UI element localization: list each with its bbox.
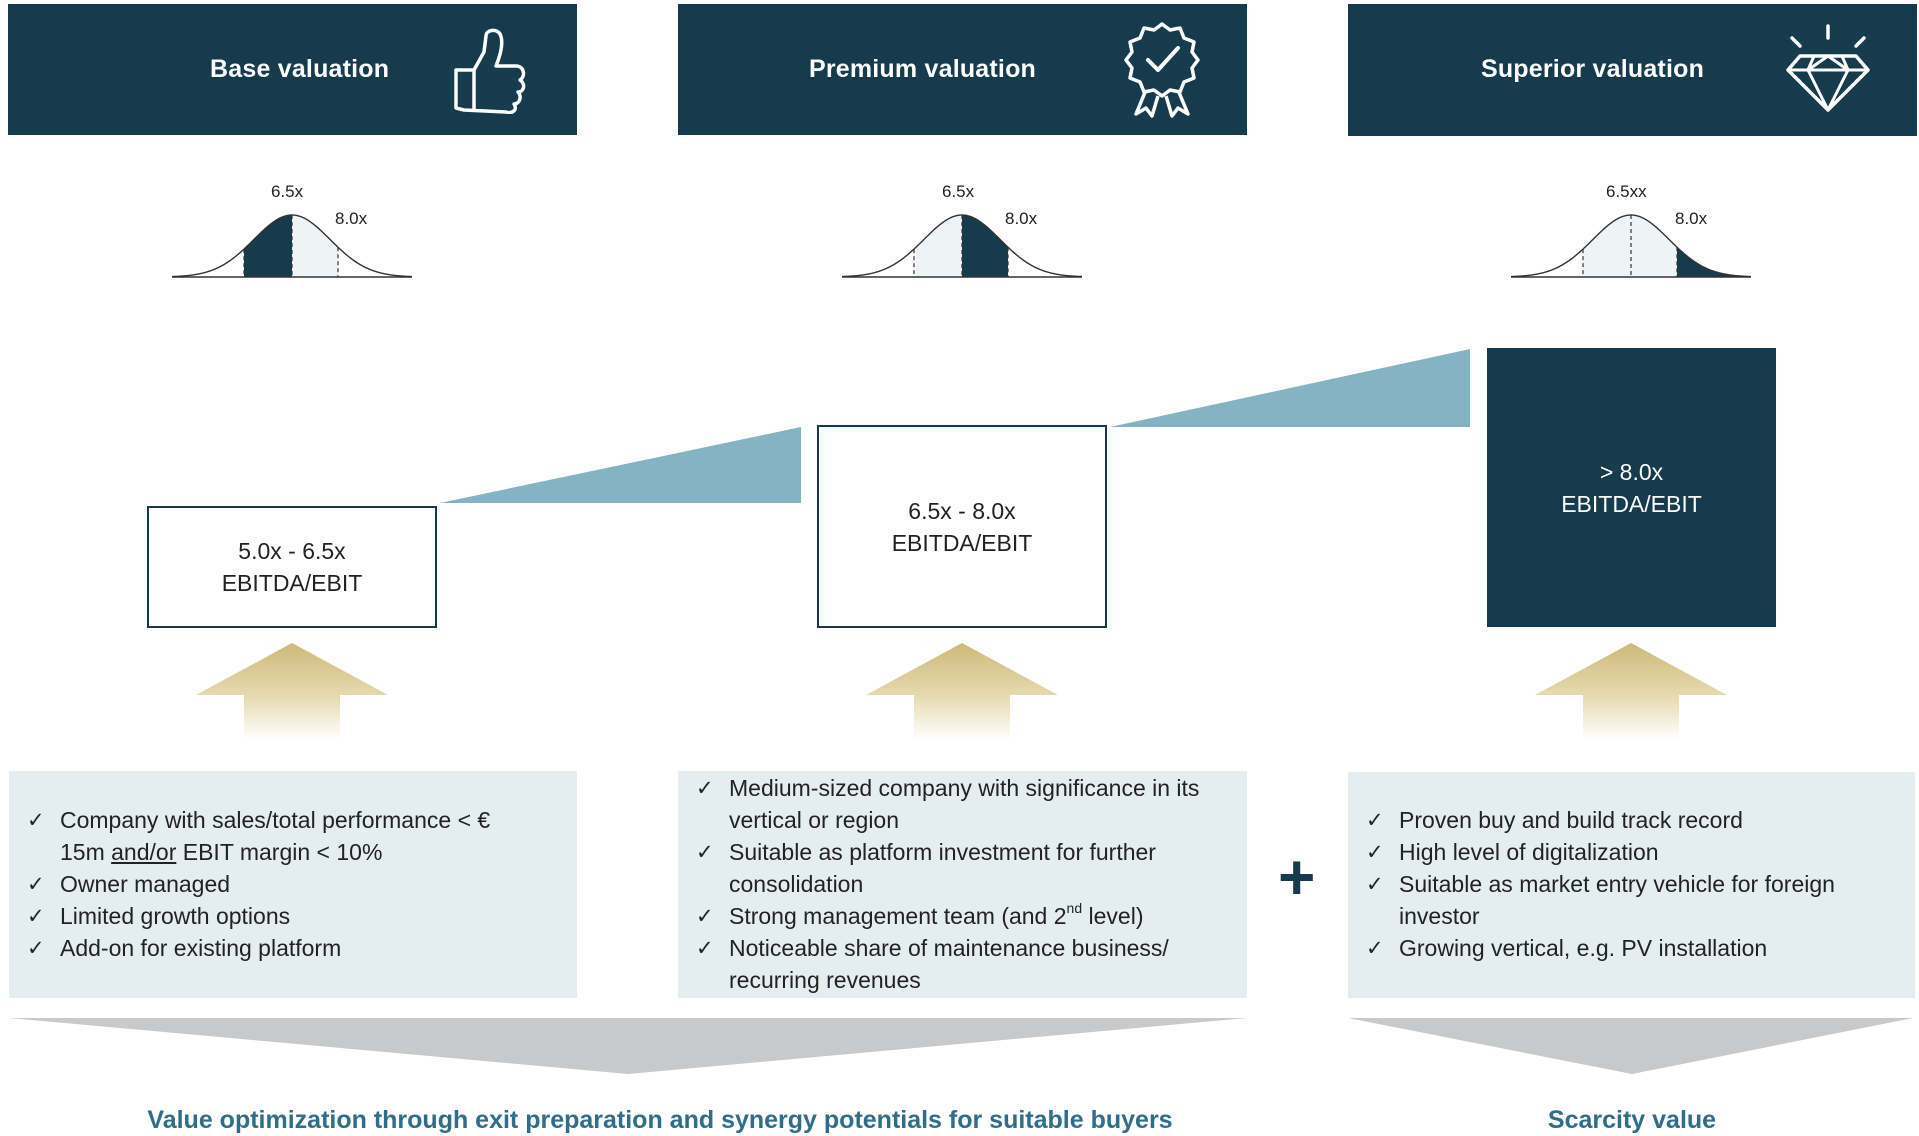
metric-label: EBITDA/EBIT [221, 570, 363, 596]
distribution-curve-base [172, 214, 412, 278]
criteria-text: Strong management team (and 2 [729, 903, 1067, 929]
checkmark-icon: ✓ [1366, 840, 1384, 864]
criteria-item: ✓ Limited growth options [9, 900, 509, 932]
range-label: > 8.0x [1599, 458, 1664, 485]
header-title: Base valuation [210, 55, 390, 83]
criteria-text: Add-on for existing platform [60, 935, 342, 961]
criteria-text: Company with sales/total performance < €… [60, 807, 491, 865]
header-premium-valuation: Premium valuation [678, 4, 1247, 135]
up-arrow-2 [866, 643, 1058, 740]
diamond-icon [1786, 24, 1870, 112]
criteria-text: Proven buy and build track record [1399, 807, 1743, 833]
criteria-item: ✓ Noticeable share of maintenance busines… [678, 932, 1218, 996]
award-rosette-icon [1124, 22, 1200, 118]
range-label: 5.0x - 6.5x [238, 538, 346, 564]
distribution-band [1583, 215, 1631, 277]
header-title: Premium valuation [808, 55, 1037, 83]
criteria-panel-superior: ✓ Proven buy and build track record ✓ High … [1348, 772, 1915, 998]
checkmark-icon: ✓ [696, 840, 714, 864]
criteria-text: level) [1082, 903, 1144, 929]
metric-label: EBITDA/EBIT [1561, 490, 1702, 517]
criteria-text: Suitable as market entry vehicle for for… [1399, 871, 1835, 929]
criteria-item: ✓ High level of digitalization [1348, 836, 1888, 868]
criteria-panel-premium: ✓ Medium-sized company with significance … [678, 771, 1247, 998]
thumbs-up-icon [454, 28, 526, 114]
dist-label-high: 8.0x [1005, 209, 1038, 228]
dist-label-high: 8.0x [1675, 209, 1708, 228]
criteria-text: Owner managed [60, 871, 231, 897]
criteria-text: Suitable as platform investment for furt… [729, 839, 1156, 897]
checkmark-icon: ✓ [696, 776, 714, 800]
criteria-text-superscript: nd [1066, 900, 1083, 917]
footer-scarcity-value: Scarcity value [1547, 1106, 1717, 1134]
criteria-item: ✓ Growing vertical, e.g. PV installation [1348, 932, 1888, 964]
down-arrow-narrow [1348, 1018, 1913, 1074]
criteria-text: Medium-sized company with significance i… [729, 775, 1200, 833]
checkmark-icon: ✓ [1366, 808, 1384, 832]
checkmark-icon: ✓ [27, 808, 45, 832]
header-superior-valuation: Superior valuation [1348, 4, 1917, 136]
growth-wedge-1 [440, 427, 801, 503]
checkmark-icon: ✓ [696, 904, 714, 928]
up-arrow-1 [196, 643, 388, 740]
distribution-curve-superior [1511, 214, 1751, 278]
distribution-curve-premium [842, 214, 1082, 278]
checkmark-icon: ✓ [27, 904, 45, 928]
down-arrow-wide [9, 1018, 1247, 1074]
criteria-panel-base: ✓ Company with sales/total performance < … [9, 771, 577, 998]
distribution-band [916, 215, 962, 277]
range-label: 6.5x - 8.0x [908, 497, 1016, 524]
criteria-text-underlined: and/or [111, 839, 177, 865]
criteria-item: ✓ Proven buy and build track record [1348, 804, 1888, 836]
checkmark-icon: ✓ [696, 936, 714, 960]
criteria-item: ✓ Suitable as market entry vehicle for fo… [1348, 868, 1888, 932]
criteria-item: ✓ Company with sales/total performance < … [9, 804, 509, 868]
distribution-band [1677, 247, 1741, 277]
dist-label-mid: 6.5x [271, 182, 304, 201]
criteria-item: ✓ Add-on for existing platform [9, 932, 509, 964]
criteria-item: ✓ Owner managed [9, 868, 509, 900]
dist-label-mid: 6.5x [942, 182, 975, 201]
distribution-band [244, 215, 292, 277]
checkmark-icon: ✓ [1366, 872, 1384, 896]
criteria-text: Limited growth options [60, 903, 291, 929]
distribution-band [962, 215, 1008, 277]
dist-label-mid: 6.5xx [1606, 182, 1647, 201]
checkmark-icon: ✓ [27, 936, 45, 960]
criteria-item: ✓ Medium-sized company with significance … [678, 772, 1218, 836]
header-title: Superior valuation [1480, 55, 1705, 83]
up-arrow-3 [1535, 643, 1727, 740]
growth-wedge-2 [1110, 349, 1470, 427]
criteria-text: Growing vertical, e.g. PV installation [1399, 935, 1768, 961]
metric-label: EBITDA/EBIT [891, 529, 1033, 556]
valuation-range-box-superior: > 8.0x EBITDA/EBIT [1487, 348, 1776, 627]
valuation-range-box-base: 5.0x - 6.5x EBITDA/EBIT [147, 506, 437, 628]
valuation-range-box-premium: 6.5x - 8.0x EBITDA/EBIT [817, 425, 1107, 628]
criteria-text: EBIT margin < 10% [176, 839, 383, 865]
distribution-band [292, 215, 338, 277]
criteria-item: ✓ Suitable as platform investment for fur… [678, 836, 1218, 900]
dist-label-high: 8.0x [335, 209, 368, 228]
criteria-text: Noticeable share of maintenance business… [729, 935, 1169, 993]
plus-icon: + [1278, 841, 1316, 913]
criteria-text: High level of digitalization [1399, 839, 1659, 865]
distribution-band [1631, 215, 1677, 277]
checkmark-icon: ✓ [27, 872, 45, 896]
checkmark-icon: ✓ [1366, 936, 1384, 960]
criteria-item: ✓ Strong management team (and 2nd level) [678, 900, 1218, 932]
header-base-valuation: Base valuation [8, 4, 577, 135]
footer-value-optimization: Value optimization through exit preparat… [147, 1106, 1173, 1134]
